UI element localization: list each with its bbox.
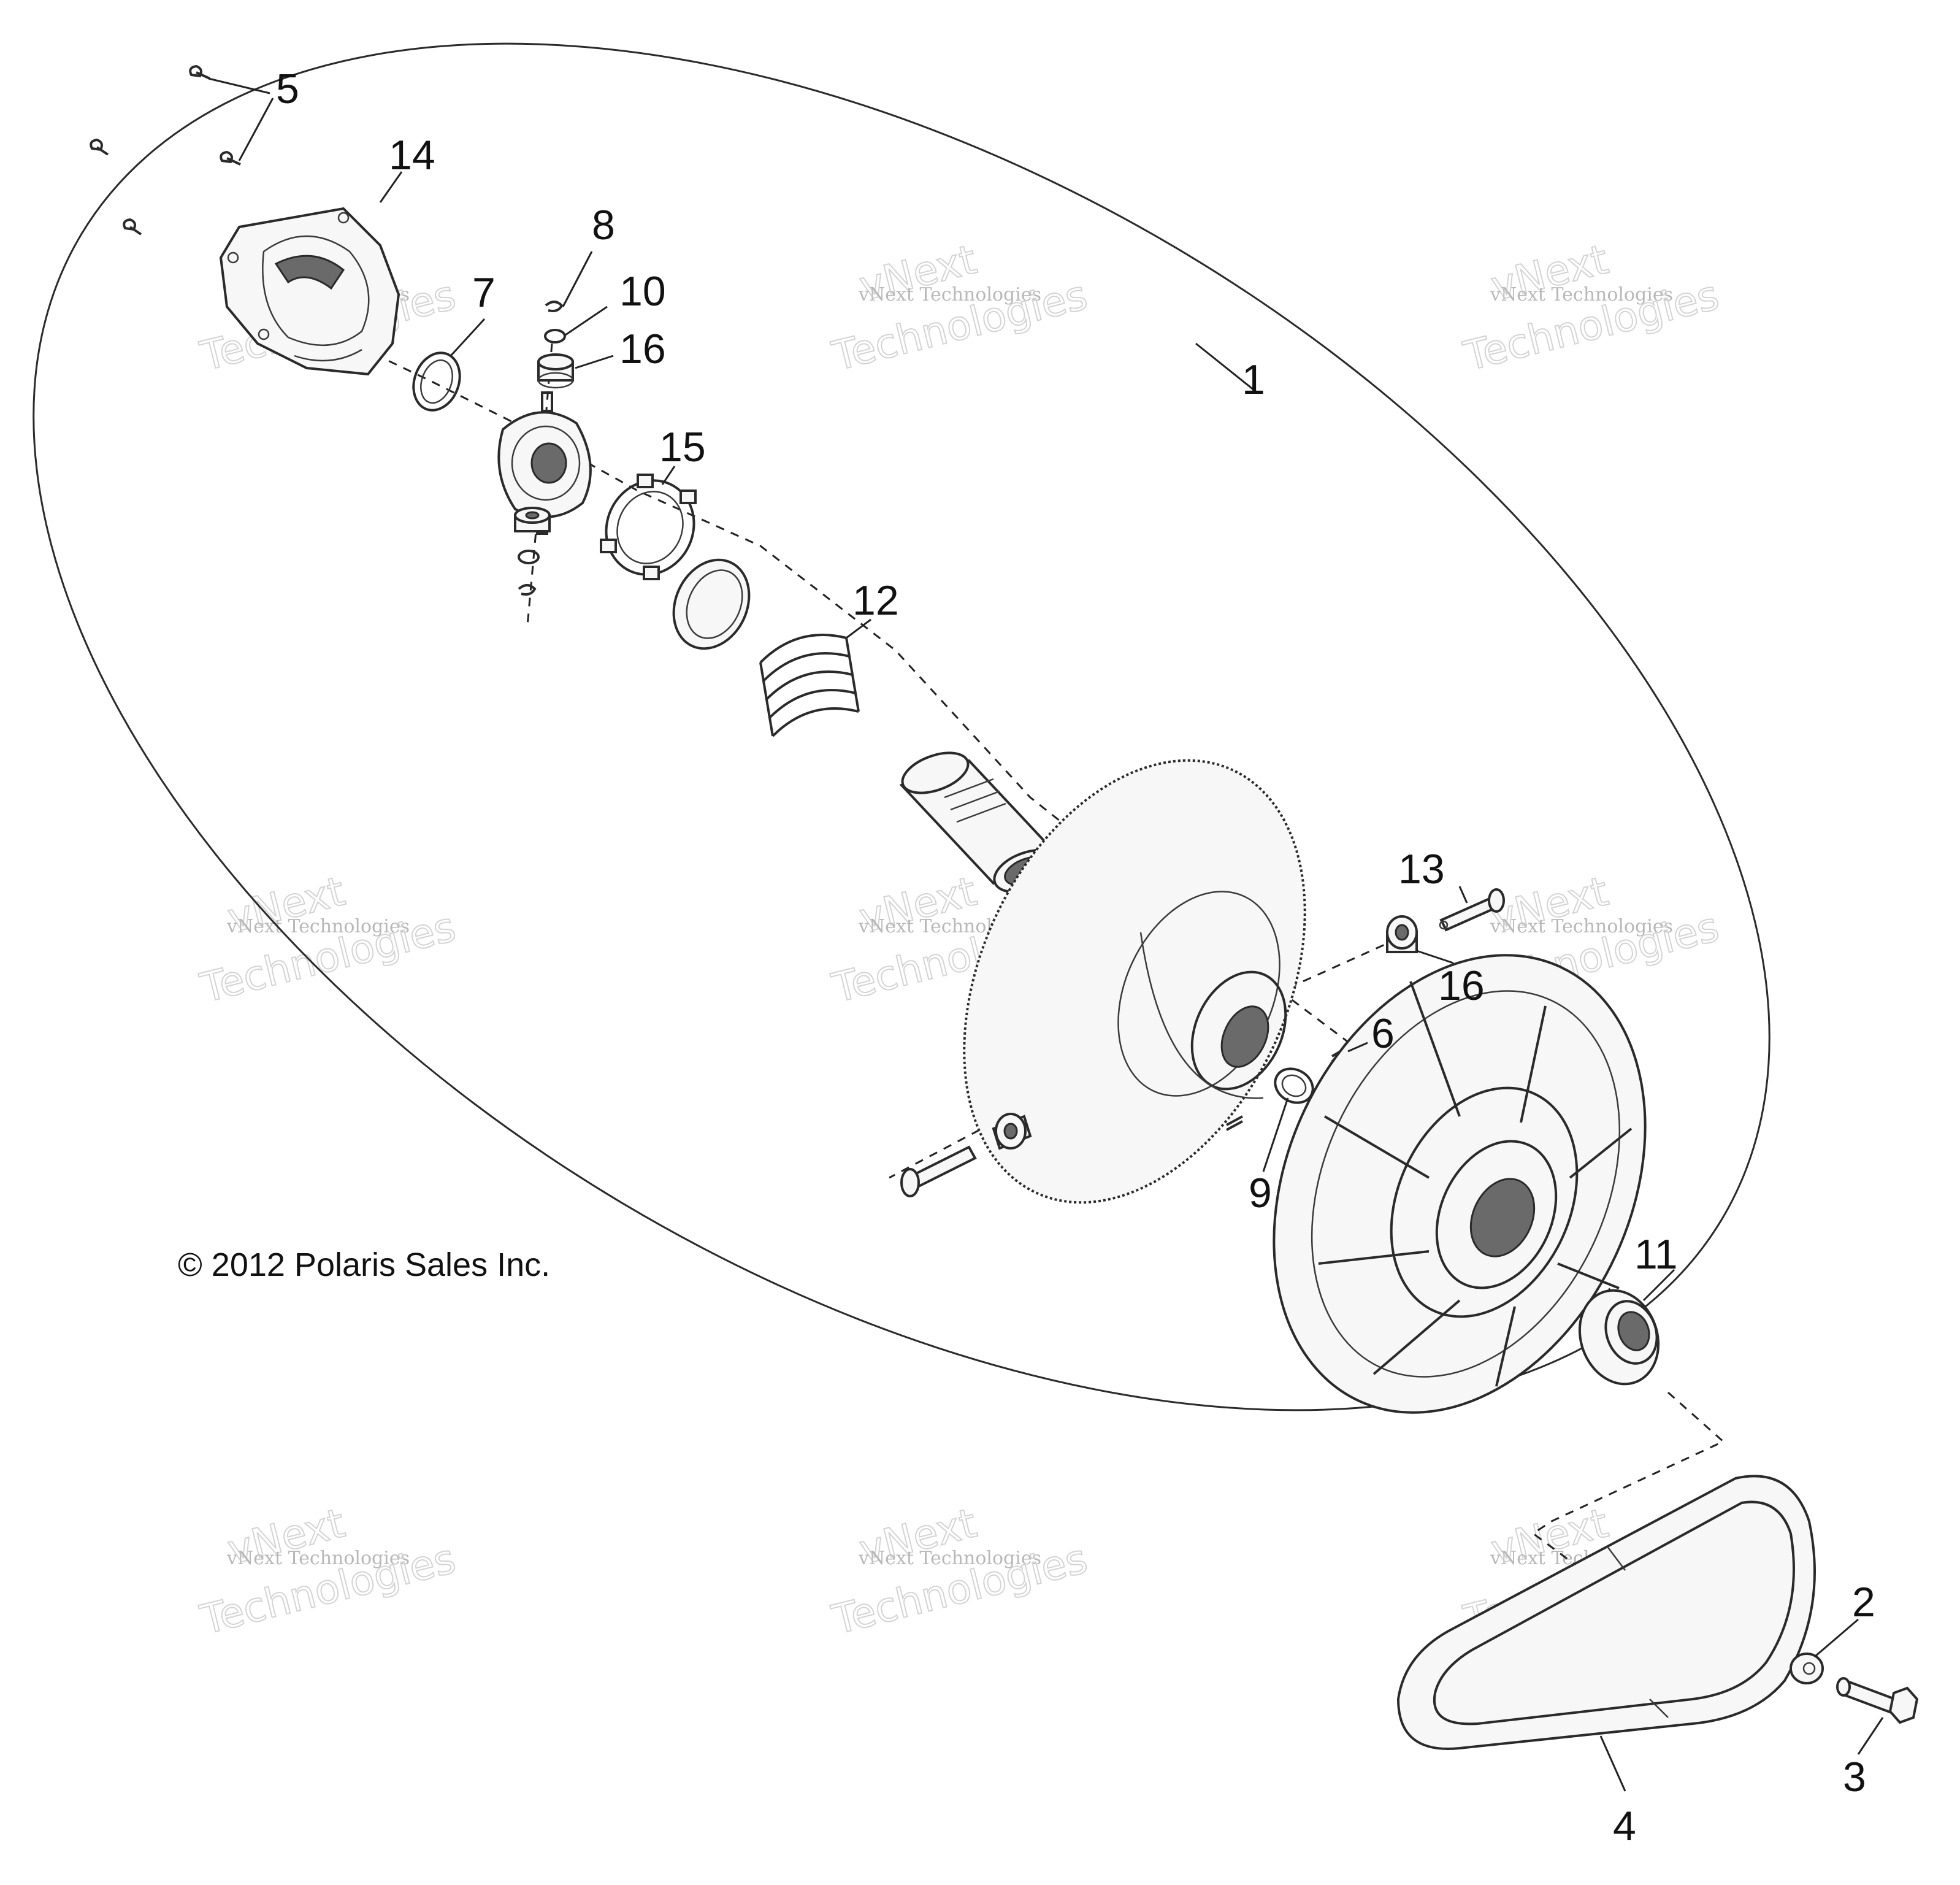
callout-10: 10 <box>619 268 666 315</box>
watermark-tile: vNext vNext Technologies Technologies <box>1458 235 1724 381</box>
part-16-roller-upper <box>537 353 574 389</box>
callout-2: 2 <box>1852 1579 1875 1626</box>
part-15-button-ring <box>600 474 697 580</box>
callouts: 5 14 7 8 10 16 15 12 1 13 16 6 9 11 2 3 … <box>276 66 1875 1849</box>
part-3-bolt <box>1836 1677 1919 1724</box>
callout-11: 11 <box>1634 1231 1678 1278</box>
part-8-clip-upper <box>545 301 564 312</box>
callout-5: 5 <box>276 66 299 112</box>
thrust-washer <box>672 558 751 650</box>
part-14-cover <box>219 207 400 376</box>
callout-4: 4 <box>1613 1803 1636 1849</box>
part-11-bearing <box>1578 1289 1660 1386</box>
callout-15: 15 <box>659 424 706 470</box>
part-5-screws <box>90 64 241 236</box>
part-2-washer <box>1790 1653 1824 1684</box>
pin-lower-left <box>900 1145 977 1197</box>
watermark-tile: vNext vNext Technologies Technologies <box>195 867 461 1013</box>
callout-8: 8 <box>592 202 615 248</box>
callout-3: 3 <box>1843 1754 1866 1800</box>
callout-16-lower: 16 <box>1438 962 1485 1009</box>
callout-16-upper: 16 <box>619 326 666 372</box>
watermark-line: vNext Technologies <box>858 284 1041 305</box>
watermark-tile: vNext vNext Technologies Technologies <box>195 1499 461 1645</box>
key-lower <box>1226 1115 1243 1131</box>
watermark-line: vNext Technologies <box>226 1548 410 1569</box>
callout-12: 12 <box>852 577 899 624</box>
watermark-tile: vNext vNext Technologies Technologies <box>827 1499 1092 1645</box>
center-axis-line <box>288 312 1620 1301</box>
movable-sheave <box>1273 954 1647 1414</box>
copyright-notice: © 2012 Polaris Sales Inc. <box>178 1246 550 1283</box>
watermark-tile: vNext vNext Technologies Technologies <box>827 235 1092 381</box>
callout-14: 14 <box>389 132 435 179</box>
part-16-roller-lower-left <box>514 507 551 532</box>
stationary-sheave <box>963 759 1306 1204</box>
part-7-snap-ring <box>412 351 461 412</box>
part-12-spring <box>759 634 860 737</box>
part-8-clip-lower <box>518 584 537 596</box>
callout-1: 1 <box>1242 356 1265 403</box>
pin-axis-line-lower <box>889 1121 994 1179</box>
part-4-drive-belt <box>1396 1475 1816 1750</box>
watermark-line: vNext Technologies <box>1490 916 1673 937</box>
callout-6: 6 <box>1371 1010 1395 1057</box>
belt-axis-line <box>1531 1391 1725 1676</box>
spider-hub <box>497 391 592 535</box>
watermark-layer: vNext vNext Technologies Technologies vN… <box>195 235 1724 1645</box>
callout-13: 13 <box>1398 846 1445 893</box>
callout-7: 7 <box>472 269 496 316</box>
part-16-roller-right <box>1386 915 1418 953</box>
part-16-roller-lower <box>992 1113 1032 1150</box>
watermark-line: vNext Technologies <box>858 1548 1041 1569</box>
assembly-outline-ellipse <box>33 42 1771 1411</box>
watermark-line: vNext Technologies <box>226 916 410 937</box>
part-10-washer-upper <box>544 329 566 344</box>
watermark-line: vNext Technologies <box>1490 284 1673 305</box>
part-13-pin <box>1439 888 1505 932</box>
part-10-washer-lower <box>518 550 540 564</box>
callout-9: 9 <box>1249 1170 1272 1216</box>
leader-lines <box>208 77 1884 1792</box>
